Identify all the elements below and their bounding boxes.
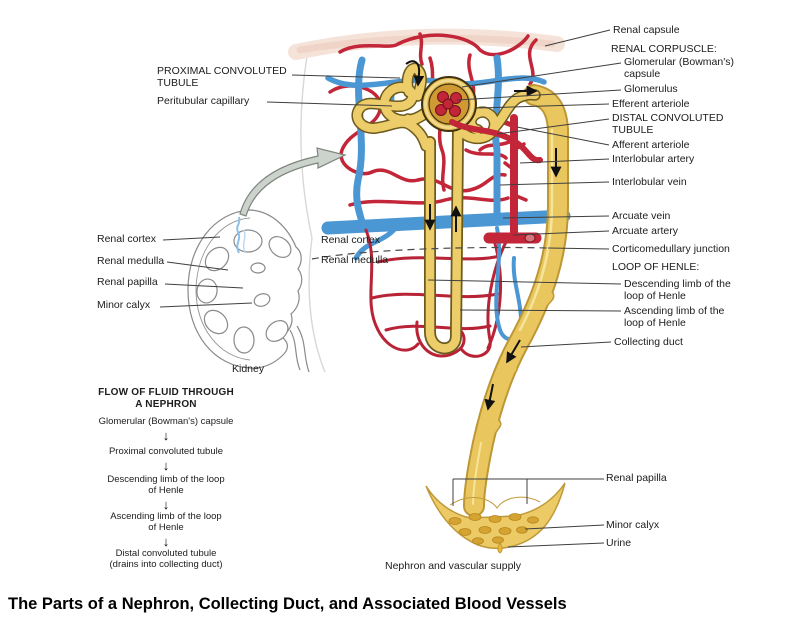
zoom-arrow <box>239 147 347 217</box>
label-afferent-arteriole: Afferent arteriole <box>612 139 690 151</box>
label-urine: Urine <box>606 537 632 549</box>
label-glomerulus: Glomerulus <box>624 83 678 95</box>
renal-papilla-bowl <box>425 482 566 554</box>
label-renal-capsule: Renal capsule <box>613 24 680 36</box>
ureter <box>289 325 310 373</box>
flowchart-arrow: ↓ <box>162 428 170 443</box>
label-inset-renal-papilla: Renal papilla <box>97 276 158 288</box>
flowchart-step-4: Ascending limb of the loop of Henle <box>110 511 222 533</box>
label-inset-renal-medulla: Renal medulla <box>97 255 165 267</box>
flow-direction-arrows <box>405 60 562 411</box>
flowchart-arrow: ↓ <box>162 458 170 473</box>
flowchart-step-1: Glomerular (Bowman's) capsule <box>98 416 234 427</box>
flowchart-step-3: Descending limb of the loop of Henle <box>107 474 225 496</box>
label-inset-minor-calyx: Minor calyx <box>97 299 151 311</box>
label-proximal-convoluted-tubule: PROXIMAL CONVOLUTED TUBULE <box>157 65 287 89</box>
flowchart-step-2: Proximal convoluted tubule <box>108 446 224 457</box>
glomerulus-corpuscle <box>421 76 543 164</box>
flowchart-step-5: Distal convoluted tubule (drains into co… <box>109 548 223 570</box>
urine-drop <box>497 542 503 554</box>
label-distal-convoluted-tubule: DISTAL CONVOLUTED TUBULE <box>612 112 724 136</box>
efferent-arteriole-vessel <box>449 119 543 164</box>
kidney-caption: Kidney <box>232 363 265 375</box>
label-arcuate-vein: Arcuate vein <box>612 210 671 222</box>
label-loop-of-henle: LOOP OF HENLE: <box>612 261 700 273</box>
label-interlobular-vein: Interlobular vein <box>612 176 687 188</box>
papillary-duct-openings <box>448 513 539 545</box>
label-inset-renal-cortex: Renal cortex <box>97 233 156 245</box>
tissue-boundary <box>300 55 326 373</box>
arcuate-artery <box>483 232 542 244</box>
renal-pyramids <box>196 229 292 354</box>
flowchart-arrow: ↓ <box>162 497 170 512</box>
flowchart-title: FLOW OF FLUID THROUGH A NEPHRON <box>98 387 234 410</box>
label-ascending-limb: Ascending limb of the loop of Henle <box>624 305 725 329</box>
label-mid-renal-cortex: Renal cortex <box>321 234 380 246</box>
label-peritubular-capillary: Peritubular capillary <box>157 95 250 107</box>
label-glomerular-capsule: Glomerular (Bowman's) capsule <box>624 56 734 80</box>
label-collecting-duct: Collecting duct <box>614 336 683 348</box>
label-descending-limb: Descending limb of the loop of Henle <box>624 278 731 302</box>
label-mid-renal-medulla: Renal medulla <box>321 254 389 266</box>
label-arcuate-artery: Arcuate artery <box>612 225 678 237</box>
label-efferent-arteriole: Efferent arteriole <box>612 98 690 110</box>
label-interlobular-artery: Interlobular artery <box>612 153 695 165</box>
label-minor-calyx-bottom: Minor calyx <box>606 519 660 531</box>
figure-title: The Parts of a Nephron, Collecting Duct,… <box>8 595 567 613</box>
vasa-recta-vein <box>494 226 524 341</box>
kidney-inset <box>187 209 310 373</box>
flowchart-arrow: ↓ <box>162 534 170 549</box>
inset-nephron-squiggle <box>236 216 246 254</box>
label-renal-papilla-bottom: Renal papilla <box>606 472 667 484</box>
label-renal-corpuscle: RENAL CORPUSCLE: <box>611 43 717 55</box>
leader-lines <box>159 29 622 548</box>
label-corticomedullary-junction: Corticomedullary junction <box>612 243 730 255</box>
nephron-caption: Nephron and vascular supply <box>385 560 521 572</box>
